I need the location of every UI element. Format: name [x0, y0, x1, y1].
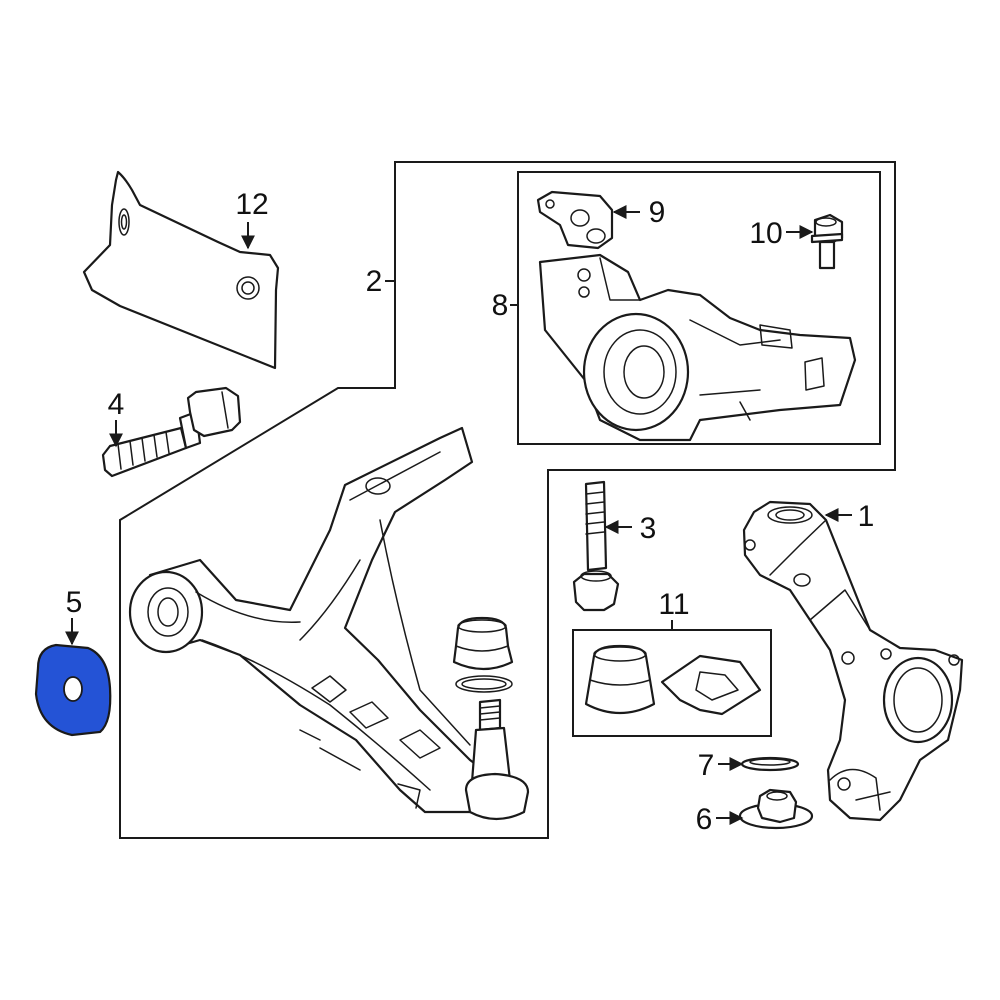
callout-labels: 12 4 5 2 8 9 10 3 1 11 7 6 — [66, 188, 875, 836]
bolt-part-10[interactable] — [810, 213, 844, 270]
callout-9[interactable]: 9 — [649, 196, 666, 229]
callout-12[interactable]: 12 — [235, 188, 268, 221]
callout-5[interactable]: 5 — [66, 586, 83, 619]
callout-8[interactable]: 8 — [492, 289, 509, 322]
washer-5-hole — [63, 676, 83, 702]
washer-part-5[interactable] — [34, 643, 112, 737]
bracket-plate-part-9[interactable] — [536, 190, 614, 250]
group-outline-8 — [517, 171, 881, 445]
callout-2[interactable]: 2 — [366, 265, 383, 298]
splash-shield-part-12[interactable] — [82, 170, 280, 370]
lower-control-arm-part-2[interactable] — [128, 426, 502, 814]
callout-4[interactable]: 4 — [108, 388, 125, 421]
bushing-bracket-part-8[interactable] — [538, 253, 857, 442]
callout-3[interactable]: 3 — [640, 512, 657, 545]
bolt-part-3[interactable] — [572, 480, 620, 612]
callout-11[interactable]: 11 — [658, 588, 689, 621]
leaders — [65, 205, 852, 825]
ring-part-7[interactable] — [740, 756, 800, 772]
callout-10[interactable]: 10 — [749, 217, 782, 250]
ball-joint-stud — [464, 698, 530, 821]
callout-6[interactable]: 6 — [696, 803, 713, 836]
callout-1[interactable]: 1 — [858, 500, 875, 533]
steering-knuckle-part-1[interactable] — [742, 500, 964, 822]
nut-part-6[interactable] — [738, 788, 814, 830]
callout-7[interactable]: 7 — [698, 749, 715, 782]
group-outline-2 — [119, 161, 896, 839]
boot-kit-part-11[interactable] — [584, 644, 762, 716]
dust-boot — [452, 616, 514, 693]
